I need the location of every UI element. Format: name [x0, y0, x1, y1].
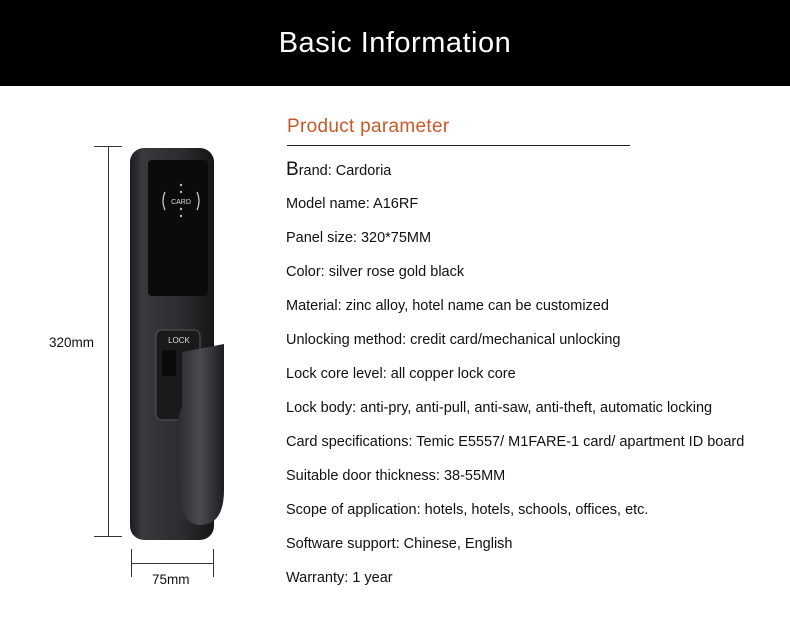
height-dimension-cap-bottom [94, 536, 122, 537]
door-handle [176, 344, 224, 525]
lock-label: LOCK [168, 336, 190, 345]
param-material: Material: zinc alloy, hotel name can be … [286, 298, 609, 314]
parameter-list: Brand: Cardoria Model name: A16RF Panel … [286, 153, 744, 595]
card-label: CARD [171, 199, 191, 206]
width-dimension-cap-left [131, 549, 132, 577]
height-label: 320mm [49, 335, 95, 350]
param-card-specs: Card specifications: Temic E5557/ M1FARE… [286, 434, 745, 450]
keyhole [162, 350, 176, 376]
param-scope: Scope of application: hotels, hotels, sc… [286, 502, 649, 518]
door-lock-image: CARD LOCK [130, 148, 224, 540]
param-model: Model name: A16RF [286, 196, 419, 212]
height-dimension-cap-top [94, 146, 122, 147]
card-panel [148, 160, 208, 296]
param-lock-body: Lock body: anti-pry, anti-pull, anti-saw… [286, 400, 713, 416]
param-software: Software support: Chinese, English [286, 536, 513, 552]
param-door-thickness: Suitable door thickness: 38-55MM [286, 468, 506, 484]
width-label: 75mm [152, 572, 190, 587]
param-warranty: Warranty: 1 year [286, 570, 393, 586]
param-unlocking-method: Unlocking method: credit card/mechanical… [286, 332, 621, 348]
header-banner: Basic Information [0, 0, 790, 86]
page-title: Basic Information [278, 26, 512, 59]
width-dimension-cap-right [213, 549, 214, 577]
section-title: Product parameter [287, 116, 450, 137]
width-dimension-line [131, 563, 213, 564]
param-lock-core: Lock core level: all copper lock core [286, 366, 516, 382]
param-color: Color: silver rose gold black [286, 264, 465, 280]
param-brand: Brand: Cardoria [286, 153, 744, 187]
param-brand-text: rand: Cardoria [298, 163, 392, 179]
param-panel-size: Panel size: 320*75MM [286, 230, 432, 246]
param-brand-initial: B [286, 159, 299, 180]
height-dimension-line [108, 146, 109, 536]
section-divider [287, 145, 630, 146]
